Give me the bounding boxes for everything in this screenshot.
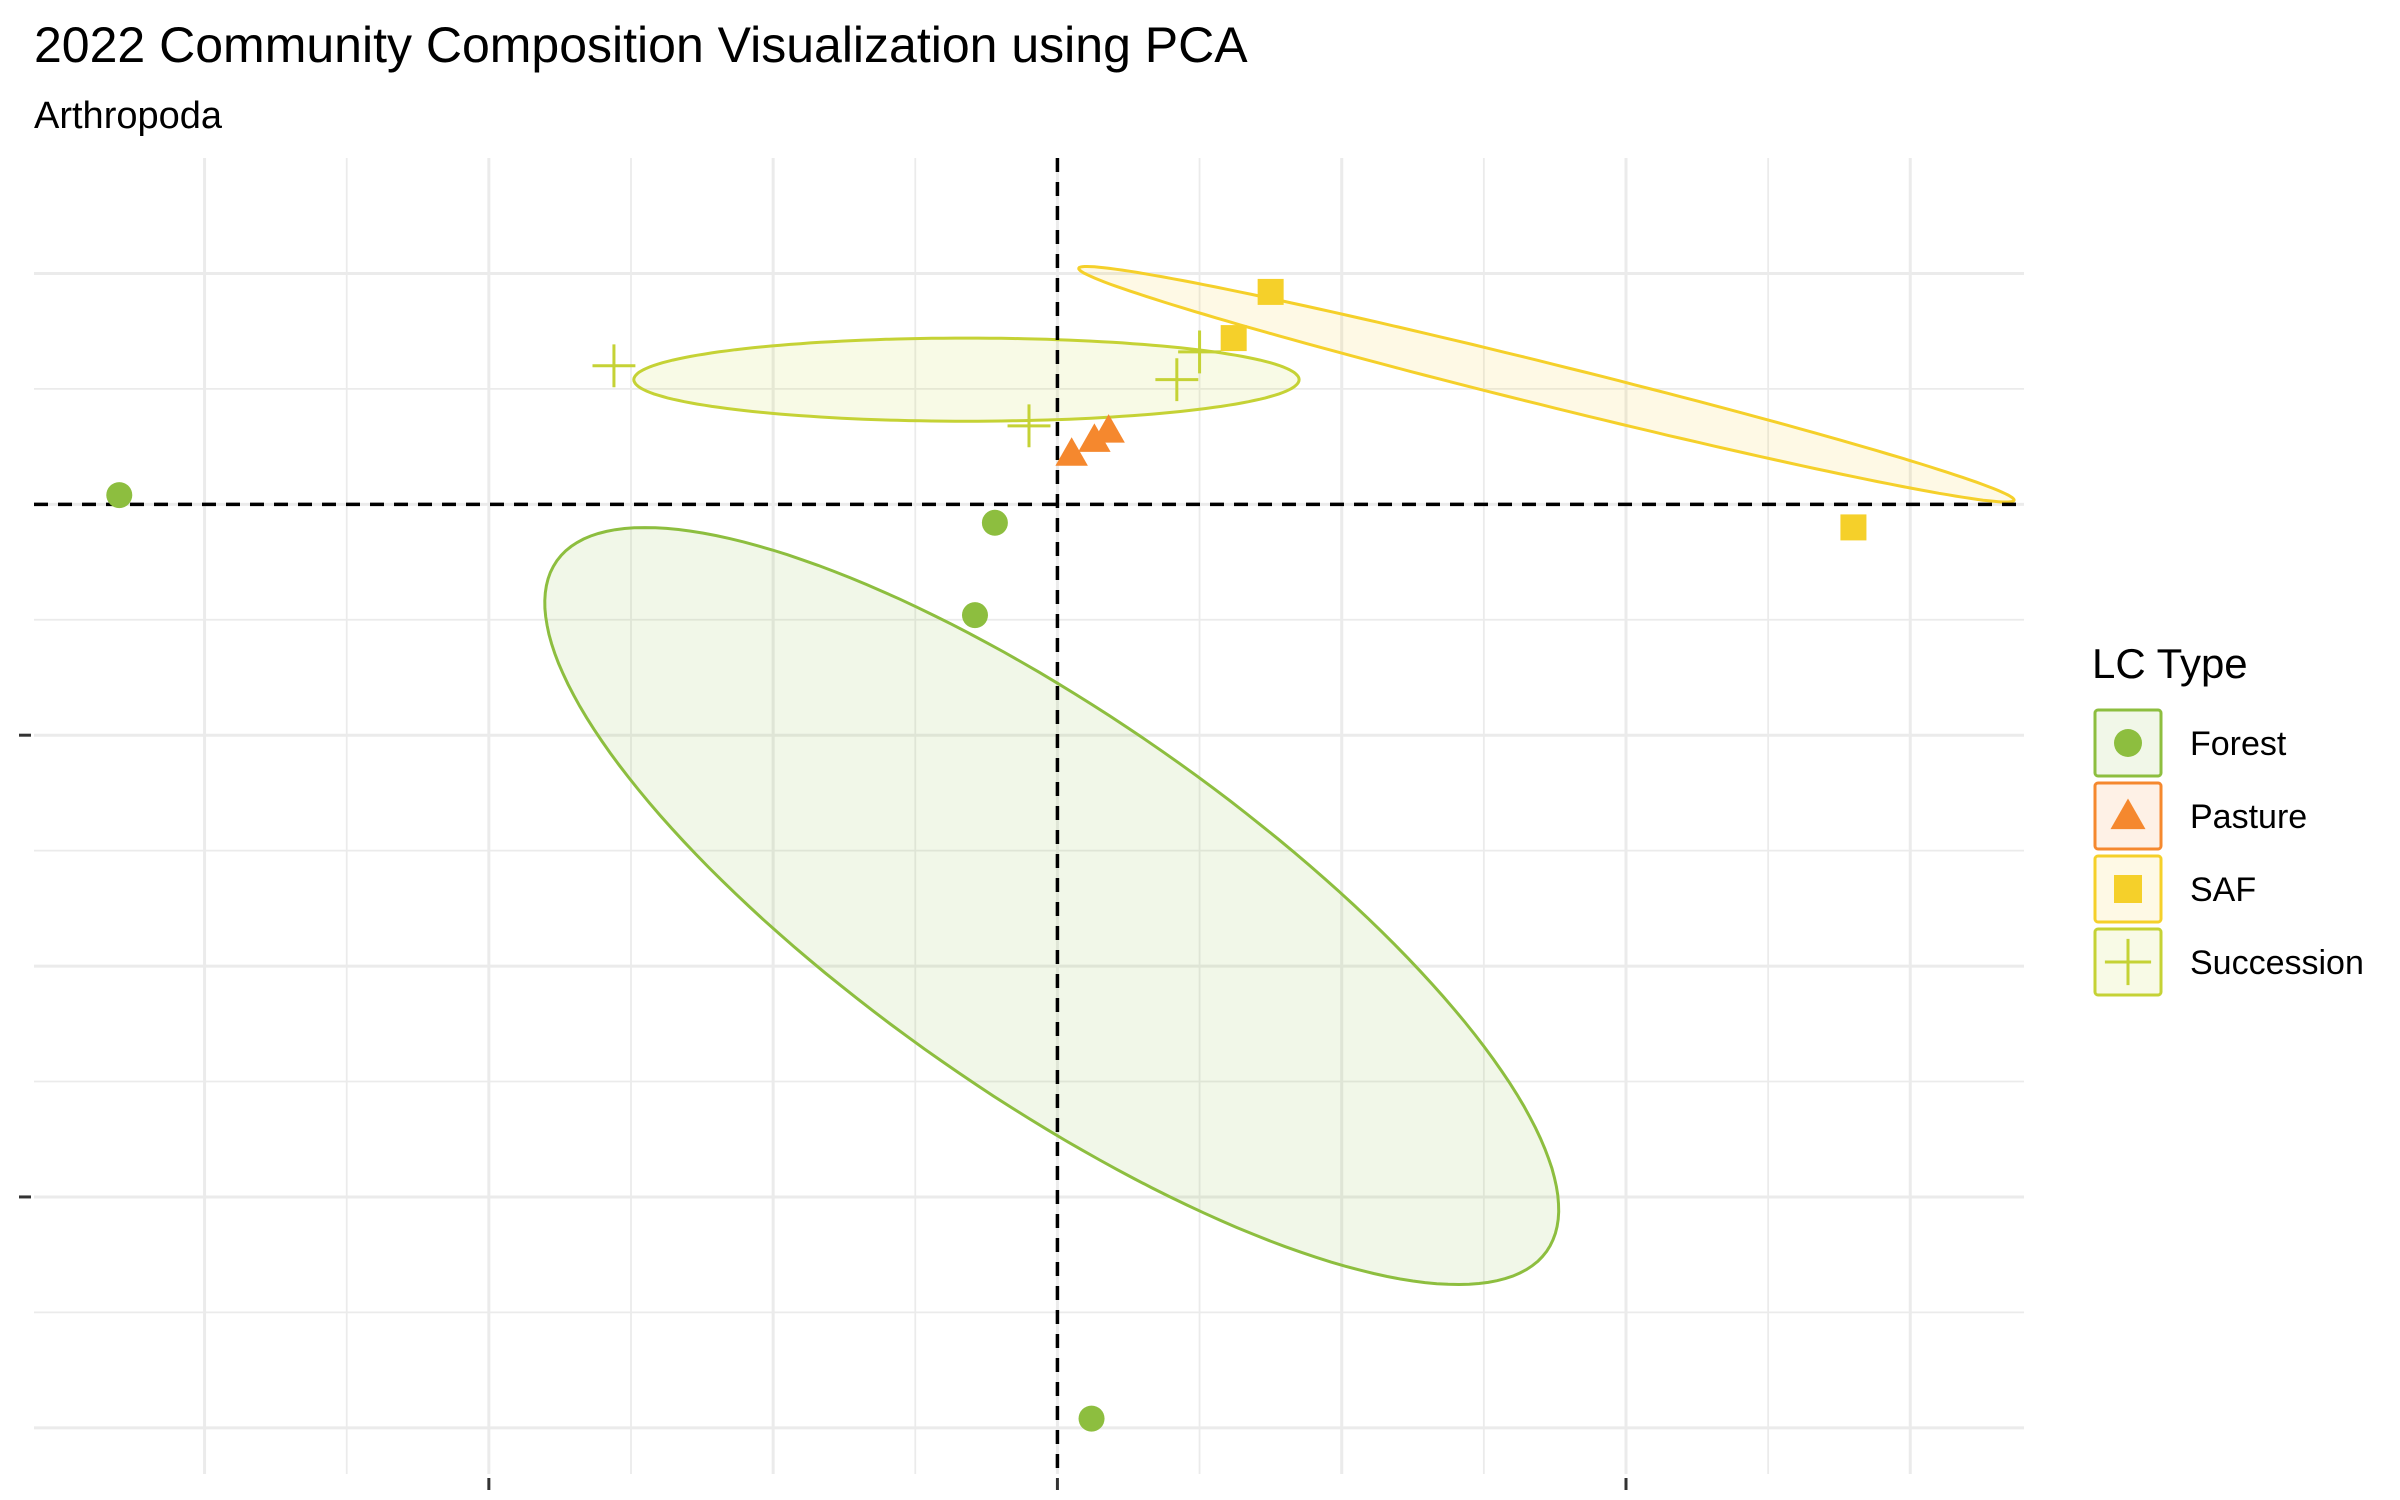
reference-lines [34, 158, 2024, 1474]
point-saf [1257, 278, 1284, 305]
legend-label-saf: SAF [2190, 871, 2256, 909]
point-pasture [1092, 414, 1125, 443]
legend-label-succession: Succession [2190, 944, 2364, 982]
ellipse-saf [1077, 265, 2016, 504]
legend-symbol-saf [2114, 875, 2142, 903]
point-succession [592, 344, 636, 388]
ellipse-forest [543, 526, 1561, 1287]
point-saf [1220, 325, 1247, 352]
point-succession [1007, 404, 1051, 448]
legend-symbol-pasture [2110, 798, 2146, 830]
data-points [106, 278, 1867, 1432]
axis-ticks [19, 733, 1628, 1490]
point-pasture [1055, 437, 1088, 466]
point-forest [961, 602, 988, 629]
legend-symbol-succession [2104, 938, 2152, 986]
legend-item-forest: Forest [2093, 708, 2287, 778]
point-forest [106, 482, 133, 509]
point-succession [1155, 358, 1199, 402]
legend-symbol-forest [2114, 729, 2142, 757]
confidence-ellipses [543, 265, 2016, 1287]
ellipse-succession [632, 336, 1301, 423]
point-forest [1078, 1405, 1105, 1432]
legend-title: LC Type [2092, 640, 2248, 687]
chart-subtitle: Arthropoda [34, 95, 223, 137]
point-succession [1178, 330, 1222, 374]
legend-label-forest: Forest [2190, 725, 2287, 763]
point-pasture [1078, 423, 1111, 452]
legend-item-pasture: Pasture [2093, 781, 2307, 851]
chart-title: 2022 Community Composition Visualization… [34, 17, 1248, 73]
point-forest [981, 509, 1008, 536]
point-saf [1840, 514, 1867, 541]
legend-label-pasture: Pasture [2190, 798, 2307, 836]
legend-item-saf: SAF [2093, 854, 2256, 924]
legend-item-succession: Succession [2093, 927, 2364, 997]
